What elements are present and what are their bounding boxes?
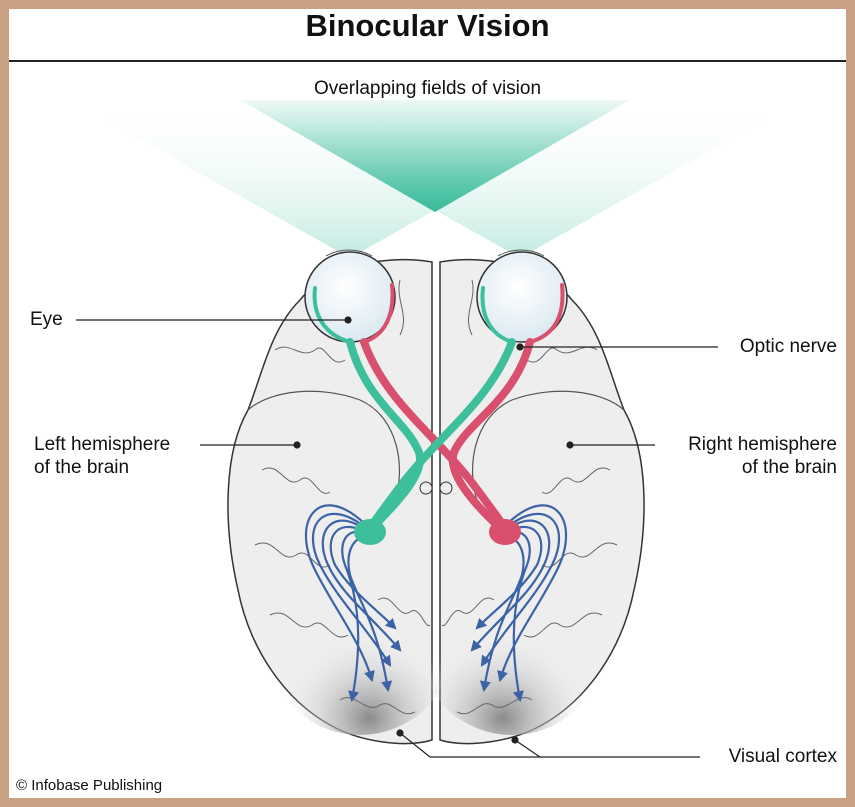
right-hemisphere-label: Right hemisphere of the brain bbox=[688, 433, 837, 479]
eyes bbox=[305, 250, 567, 342]
optic-nerve-label: Optic nerve bbox=[740, 335, 837, 358]
eye-label: Eye bbox=[30, 308, 63, 331]
right-hemisphere-label-line2: of the brain bbox=[688, 456, 837, 479]
left-hemisphere-label-line1: Left hemisphere bbox=[34, 433, 170, 456]
brain bbox=[228, 260, 644, 744]
left-lgn-terminal bbox=[354, 519, 386, 545]
right-hemisphere-label-line1: Right hemisphere bbox=[688, 433, 837, 456]
visual-cortex-label: Visual cortex bbox=[729, 745, 837, 768]
copyright-credit: © Infobase Publishing bbox=[16, 777, 162, 794]
right-lgn-terminal bbox=[489, 519, 521, 545]
left-hemisphere-label: Left hemisphere of the brain bbox=[34, 433, 170, 479]
vision-field-cones bbox=[70, 100, 800, 258]
left-hemisphere-label-line2: of the brain bbox=[34, 456, 170, 479]
